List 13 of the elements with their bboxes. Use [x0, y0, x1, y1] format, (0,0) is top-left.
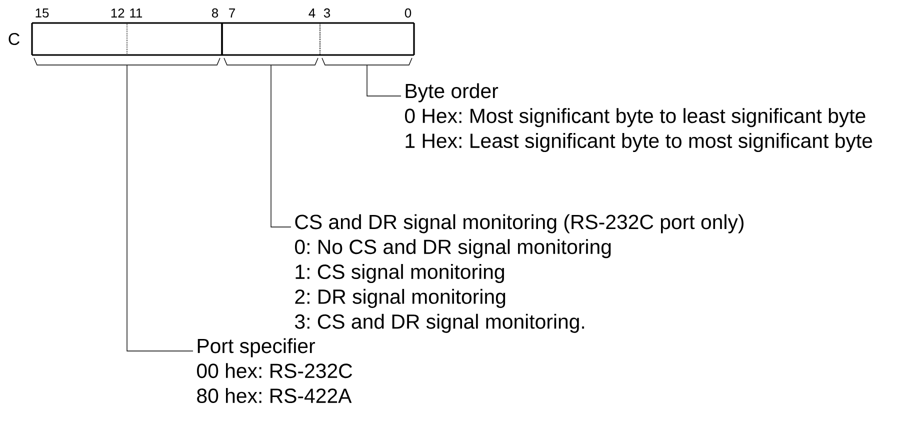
- bit-number: 7: [229, 8, 235, 18]
- description-text: Byte order 0 Hex: Most significant byte to least significant byte 1 Hex: Least significant byte to most significant byte: [405, 83, 872, 152]
- description-text: CS and DR signal monitoring (RS-232C port only) 0: No CS and DR signal monitoring 1: CS signal monitoring 2: DR signal monitoring 3: CS and DR signal monitoring.: [294, 214, 744, 333]
- register-field: [31, 22, 223, 56]
- register-field: [319, 22, 415, 56]
- bit-number: 4: [308, 8, 316, 18]
- leader-line: [126, 64, 194, 352]
- bit-number: 8: [212, 8, 218, 18]
- leader-line: [270, 64, 292, 228]
- leader-line: [366, 64, 402, 96]
- register-field: [221, 22, 321, 56]
- bit-number: 3: [324, 8, 330, 18]
- description-text: Port specifier 00 hex: RS-232C 80 hex: RS-422A: [197, 338, 352, 404]
